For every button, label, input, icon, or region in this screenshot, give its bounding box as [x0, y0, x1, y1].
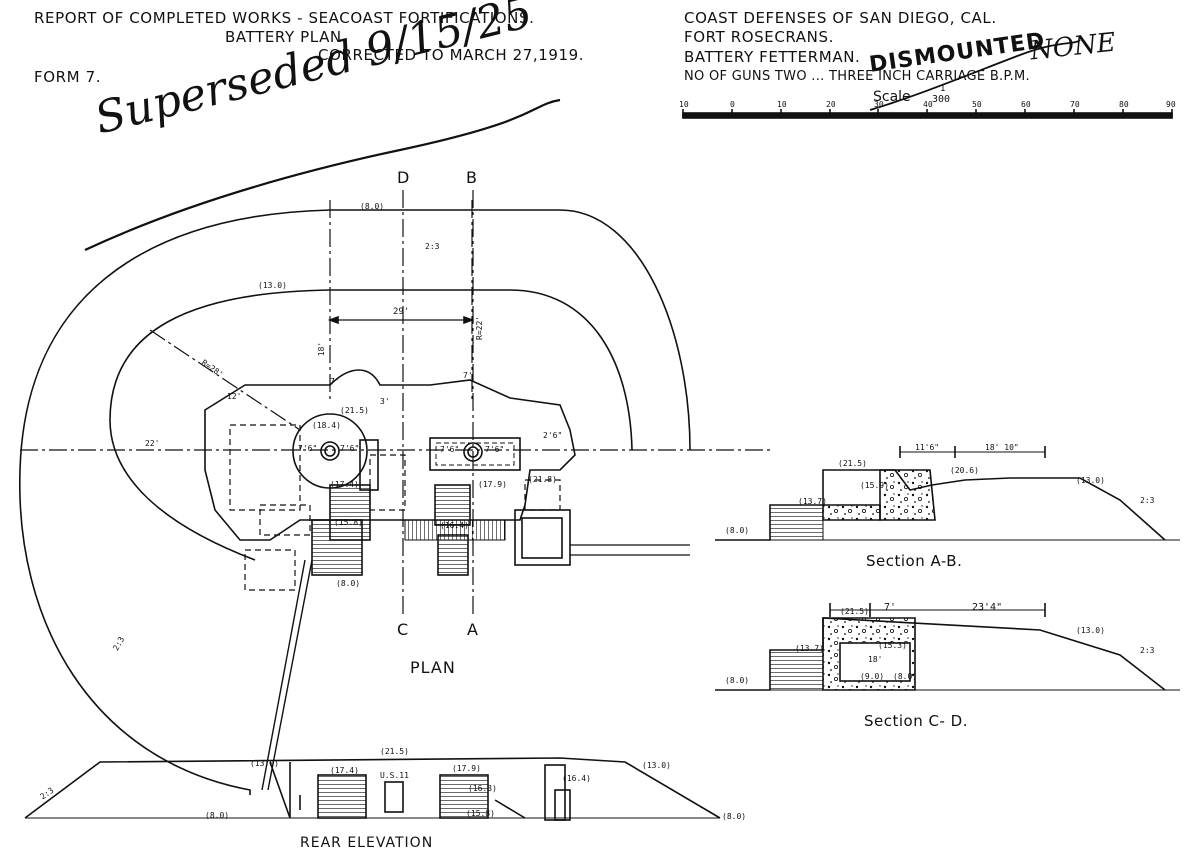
section-cd-elev-8-0: (8.0)	[725, 676, 750, 685]
rear-elev-16-3: (16.3)	[468, 784, 497, 793]
elev-15-8: (15.8)	[334, 518, 363, 527]
section-ab-elev-15-9: (15.9)	[860, 481, 889, 490]
dim-2ft6: 2'6"	[543, 431, 563, 440]
header-title: REPORT OF COMPLETED WORKS - SEACOAST FOR…	[34, 9, 535, 27]
rear-elevation-title: REAR ELEVATION	[300, 835, 434, 851]
dim-gun1-right: 7'6"	[340, 444, 360, 453]
header-corrected-date: CORRECTED TO MARCH 27,1919.	[318, 46, 585, 64]
scale-tick-0: 10	[679, 100, 689, 109]
elev-inner-top: (13.0)	[258, 281, 287, 290]
scale-fraction: 1	[940, 84, 946, 94]
elev-17-4: (17.4)	[330, 480, 359, 489]
section-ab-elev-13-7: (13.7)	[798, 497, 827, 506]
scale-tick-6: 50	[972, 100, 982, 109]
section-cd-dim-2: 23'4"	[972, 602, 1003, 613]
dim-12ft: 12'	[227, 392, 242, 401]
scale-tick-7: 60	[1021, 100, 1031, 109]
dim-3ft: 3'	[380, 397, 390, 406]
header-subtitle: BATTERY PLAN	[225, 28, 342, 46]
rear-elevation-drawing	[24, 757, 721, 821]
scale-tick-9: 80	[1119, 100, 1129, 109]
elev-18-4: (18.4)	[312, 421, 341, 430]
section-ab-dim-2: 18' 10"	[985, 443, 1019, 452]
form-number: FORM 7.	[34, 68, 102, 86]
dim-22ft: 22'	[145, 439, 160, 448]
section-ab-elev-20-6: (20.6)	[950, 466, 979, 475]
rear-elev-right-top: (13.0)	[642, 761, 671, 770]
plan-inner-contour	[109, 289, 633, 561]
dim-r22: R=22'	[475, 315, 484, 340]
elev-21-5: (21.5)	[340, 406, 369, 415]
scale-tick-3: 20	[826, 100, 836, 109]
rear-elev-top: (21.5)	[380, 747, 409, 756]
rear-elev-17-4: (17.4)	[330, 766, 359, 775]
section-cd-dim-1: 7'	[884, 602, 897, 613]
scale-tick-5: 40	[923, 100, 933, 109]
section-letter-b: B	[466, 168, 478, 187]
elev-21-8: (21.8)	[528, 475, 557, 484]
section-cd-elev-21-5: (21.5)	[840, 607, 869, 616]
dim-18ft: 18'	[317, 341, 327, 357]
dim-7ft-a: 7'	[330, 377, 340, 386]
section-cd-drawing	[715, 603, 1180, 691]
scale-label: Scale	[873, 89, 911, 105]
dim-gun2-right: 7'6"	[485, 445, 505, 454]
scale-tick-1: 0	[730, 100, 735, 109]
section-cd-dim-inner: 18'	[868, 655, 883, 664]
rear-elev-left-top: (13.0)	[250, 759, 279, 768]
scale-tick-8: 70	[1070, 100, 1080, 109]
elev-outer-top: (8.0)	[360, 202, 385, 211]
scale-denominator: 300	[932, 94, 951, 105]
rear-elev-16-4: (16.4)	[562, 774, 591, 783]
section-letter-a: A	[467, 620, 479, 639]
guns-carriage: NO OF GUNS TWO ... THREE INCH CARRIAGE B…	[684, 69, 1030, 84]
scale-tick-10: 90	[1166, 100, 1176, 109]
dim-gun2-left: 7'6"	[440, 445, 460, 454]
slope-top: 2:3	[425, 242, 440, 251]
rear-elev-us: U.S.11	[380, 771, 409, 780]
scale-bar	[682, 109, 1173, 119]
section-ab-elev-8-0: (8.0)	[725, 526, 750, 535]
coast-defenses: COAST DEFENSES OF SAN DIEGO, CAL.	[684, 9, 997, 27]
rear-elev-15-8: (15.8)	[466, 809, 495, 818]
emplacement-outline	[204, 369, 576, 541]
section-ab-elev-13-0: (13.0)	[1076, 476, 1105, 485]
elev-16-4: (16.4)	[440, 521, 469, 530]
section-cd-title: Section C- D.	[864, 712, 968, 730]
section-cd-elev-13-7: (13.7)	[795, 644, 824, 653]
elev-8-0-plan: (8.0)	[336, 579, 361, 588]
section-cd-elev-15-3: (15.3)	[878, 641, 907, 650]
dim-29ft: 29'	[393, 307, 410, 317]
fort-name: FORT ROSECRANS.	[684, 28, 834, 46]
scale-tick-4: 30	[874, 100, 884, 109]
section-ab-drawing	[715, 446, 1180, 541]
section-cd-elev-9-0: (9.0)	[860, 672, 885, 681]
plan-outer-contour	[19, 209, 691, 795]
section-ab-elev-21-5: (21.5)	[838, 459, 867, 468]
section-letter-d: D	[397, 168, 411, 187]
gun-pit-2	[429, 437, 521, 471]
scale-tick-2: 10	[777, 100, 787, 109]
section-letter-c: C	[397, 620, 410, 639]
section-cd-elev-8-0-b: (8.0)	[893, 672, 918, 681]
plan-title: PLAN	[410, 658, 456, 677]
section-cd-slope: 2:3	[1140, 646, 1155, 655]
elev-17-9: (17.9)	[478, 480, 507, 489]
battery-name: BATTERY FETTERMAN.	[684, 48, 861, 66]
section-ab-slope: 2:3	[1140, 496, 1155, 505]
dim-gun1-left: 7'6"	[298, 444, 318, 453]
handwritten-underline	[84, 98, 561, 251]
dim-7ft-b: 7'	[463, 371, 473, 380]
section-cd-elev-13-0: (13.0)	[1076, 626, 1105, 635]
rear-elev-17-9: (17.9)	[452, 764, 481, 773]
rear-elev-8-0-b: (8.0)	[722, 812, 747, 821]
dismounted-underline	[869, 39, 1081, 111]
rear-elev-8-0-a: (8.0)	[205, 811, 230, 820]
section-ab-title: Section A-B.	[866, 552, 963, 570]
section-ab-dim-1: 11'6"	[915, 443, 940, 452]
